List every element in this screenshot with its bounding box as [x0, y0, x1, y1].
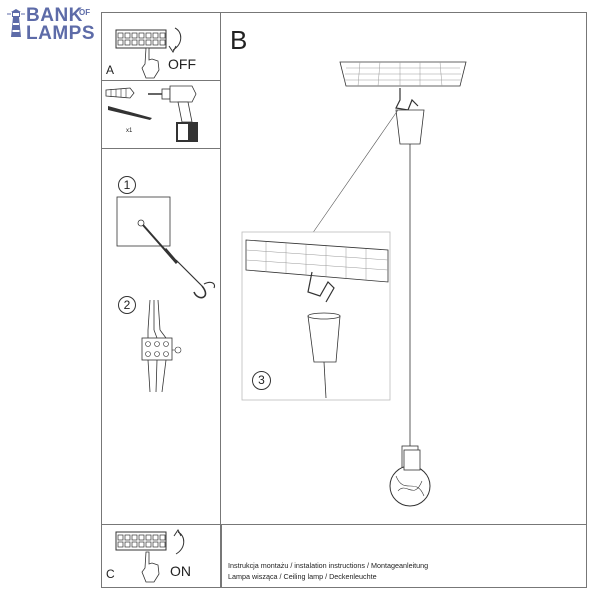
- curved-arrow-icon: [173, 529, 185, 555]
- ceiling-drill-diagram: [116, 196, 179, 264]
- step-2-marker: 2: [118, 296, 136, 314]
- wall-plug-icon: [105, 87, 135, 99]
- hand-icon: [141, 47, 160, 79]
- divider-footer-vertical: [221, 524, 222, 588]
- brand-line-1: BANK: [26, 5, 83, 26]
- drill-icon: [148, 85, 198, 142]
- section-c-label: C: [106, 567, 115, 581]
- step-3-marker: 3: [252, 371, 271, 390]
- wiring-diagram: [141, 299, 182, 393]
- hook-icon: [175, 259, 216, 299]
- off-label: OFF: [168, 56, 196, 72]
- brand-logo: BANK OF LAMPS: [4, 5, 102, 44]
- bulb-icon: [403, 449, 421, 471]
- left-column-frame: [101, 12, 221, 588]
- terminal-block-icon: [115, 29, 167, 49]
- hand-icon: [141, 551, 160, 583]
- divider-kit: [101, 148, 221, 149]
- kit-count: x1: [126, 128, 133, 134]
- brand-of: OF: [79, 8, 91, 17]
- on-label: ON: [170, 563, 191, 579]
- divider-a: [101, 80, 221, 81]
- screw-icon: [108, 106, 152, 120]
- brand-line-2: LAMPS: [26, 23, 95, 44]
- section-a-label: A: [106, 63, 115, 77]
- footer-product: Lampa wisząca / Ceiling lamp / Deckenleu…: [228, 572, 377, 581]
- footer-instructions: Instrukcja montażu / instalation instruc…: [228, 561, 429, 570]
- terminal-block-icon: [115, 531, 167, 551]
- ceiling-mount-icon: [339, 61, 467, 87]
- curved-arrow-icon: [168, 27, 182, 53]
- divider-footer: [101, 524, 587, 525]
- section-b-label: B: [230, 25, 248, 55]
- step-1-marker: 1: [118, 176, 136, 194]
- lighthouse-icon: [7, 9, 25, 37]
